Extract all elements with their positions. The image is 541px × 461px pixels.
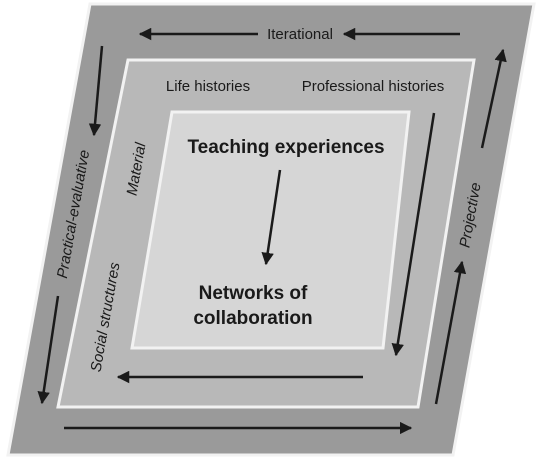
arrow-left-bottom xyxy=(37,295,60,405)
arrow-left-top xyxy=(88,45,104,137)
label-iterational: Iterational xyxy=(267,26,333,43)
arrow-middle-right xyxy=(391,112,436,357)
arrow-inner xyxy=(261,169,282,266)
arrow-right-bottom xyxy=(434,260,467,405)
label-teaching-experiences: Teaching experiences xyxy=(187,137,384,158)
label-life-histories: Life histories xyxy=(166,78,250,95)
label-networks-of: Networks of xyxy=(199,283,308,304)
label-collaboration: collaboration xyxy=(193,308,312,329)
arrow-right-top xyxy=(480,48,507,149)
label-professional-histories: Professional histories xyxy=(302,78,445,95)
